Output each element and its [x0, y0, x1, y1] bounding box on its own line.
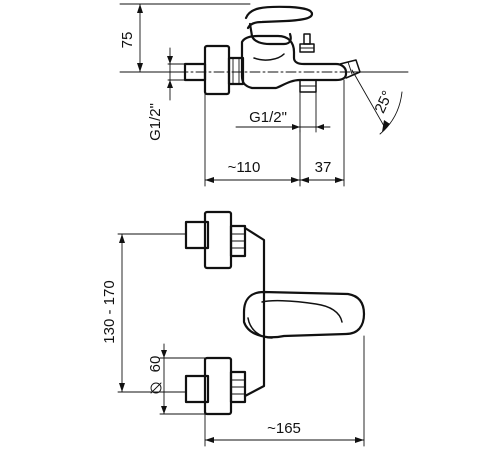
- arrow: [167, 80, 173, 88]
- upper-pipe: [184, 220, 210, 250]
- wall-rosette: [203, 44, 231, 96]
- nut: [227, 56, 245, 86]
- arrow: [335, 177, 344, 183]
- diverter-stem: [303, 33, 311, 45]
- angle-ray: [351, 69, 385, 127]
- diameter-icon-slash: [150, 382, 162, 394]
- front-handle-detail: [261, 299, 343, 323]
- arrow: [137, 63, 143, 72]
- front-view: 130 - 170 60 ~165: [101, 210, 366, 447]
- lower-pipe: [184, 374, 210, 404]
- arrow: [355, 437, 364, 443]
- handle-neck: [248, 22, 292, 46]
- arrow: [119, 383, 125, 392]
- body-outline: [240, 34, 348, 90]
- front-handle-cap: [247, 317, 273, 339]
- dim-g12-bottom-label: G1/2": [249, 109, 287, 126]
- diameter-icon: [150, 382, 162, 394]
- side-view: 75 G1/2" G1/2" 25° ~110 37: [119, 3, 409, 187]
- dim-g12-left-label: G1/2": [147, 103, 164, 141]
- arrow: [205, 437, 214, 443]
- arrow: [292, 124, 300, 130]
- arrow: [291, 177, 300, 183]
- outlet-ridge: [347, 61, 353, 75]
- dim-165-label: ~165: [267, 420, 301, 437]
- arrow: [382, 120, 390, 132]
- dim-75-label: 75: [119, 32, 136, 49]
- arrow: [161, 350, 167, 358]
- arrow: [316, 124, 324, 130]
- arrow: [161, 406, 167, 414]
- front-handle: [242, 290, 366, 339]
- body-inner: [253, 53, 285, 61]
- handle-outline: [244, 5, 314, 30]
- dim-60-label: 60: [147, 356, 164, 373]
- arrow: [300, 177, 309, 183]
- front-body: [243, 226, 266, 398]
- angle-arc: [379, 91, 403, 135]
- dim-110-label: ~110: [228, 159, 261, 176]
- arrow: [119, 234, 125, 243]
- dim-37-label: 37: [315, 159, 332, 176]
- arrow: [137, 4, 143, 13]
- arrow: [205, 177, 214, 183]
- dim-130-170-label: 130 - 170: [101, 280, 118, 343]
- arrow: [167, 56, 173, 64]
- angle-label: 25°: [371, 88, 396, 116]
